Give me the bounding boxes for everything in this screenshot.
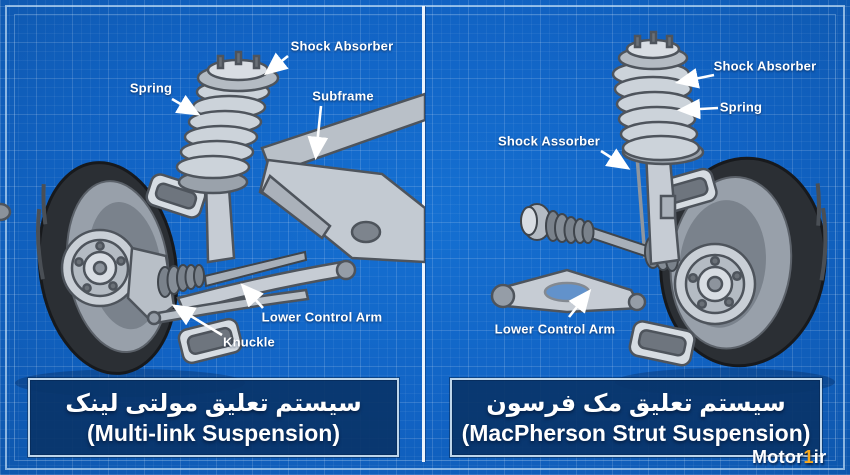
watermark-logo: Motor1ir <box>752 447 826 468</box>
watermark-post: ir <box>813 447 827 467</box>
label-spring-left: Spring <box>129 80 173 96</box>
arrow-lower-control-arm-left <box>240 283 264 309</box>
label-spring-right: Spring <box>719 99 763 115</box>
label-subframe: Subframe <box>312 88 374 104</box>
strut-top-mount <box>617 30 689 71</box>
caption-macpherson-farsi: سیستم تعلیق مک فرسون <box>486 389 786 417</box>
subframe <box>0 92 425 264</box>
macpherson-suspension-illustration <box>490 30 835 396</box>
strut-top-mount <box>196 50 280 93</box>
axle-shaft <box>157 250 308 298</box>
arrow-shock-absorber-left <box>263 52 289 76</box>
multi-link-suspension-illustration <box>0 50 425 397</box>
strut-bracket <box>659 194 677 220</box>
coil-spring <box>611 60 705 266</box>
caption-multi-link-farsi: سیستم تعلیق مولتی لینک <box>65 389 362 417</box>
arrow-shock-absorber-right <box>674 68 715 89</box>
watermark-num: 1 <box>803 447 814 467</box>
wheel-hub <box>673 242 757 326</box>
caption-multi-link-english: (Multi-link Suspension) <box>87 419 340 446</box>
arrow-spring-left <box>171 94 201 116</box>
arrow-subframe <box>307 105 329 161</box>
arrow-knuckle <box>171 304 223 337</box>
label-knuckle: Knuckle <box>223 334 275 350</box>
label-shock-absorber-right: Shock Absorber <box>713 58 817 74</box>
tire-cutaway <box>145 173 243 365</box>
label-lower-control-arm-right: Lower Control Arm <box>494 321 616 337</box>
watermark-pre: Motor <box>752 447 804 467</box>
wheel-hub <box>60 228 140 308</box>
label-lower-control-arm-left: Lower Control Arm <box>261 309 383 325</box>
label-shock-absorber-left: Shock Absorber <box>290 38 394 54</box>
arrow-shock-assorber <box>600 148 631 170</box>
caption-macpherson: سیستم تعلیق مک فرسون (MacPherson Strut S… <box>450 378 822 457</box>
arrow-spring-right <box>676 98 719 120</box>
caption-macpherson-english: (MacPherson Strut Suspension) <box>461 419 811 446</box>
caption-multi-link: سیستم تعلیق مولتی لینک (Multi-link Suspe… <box>28 378 399 457</box>
arrow-lower-control-arm-right <box>567 288 592 318</box>
label-shock-assorber: Shock Assorber <box>497 133 601 149</box>
